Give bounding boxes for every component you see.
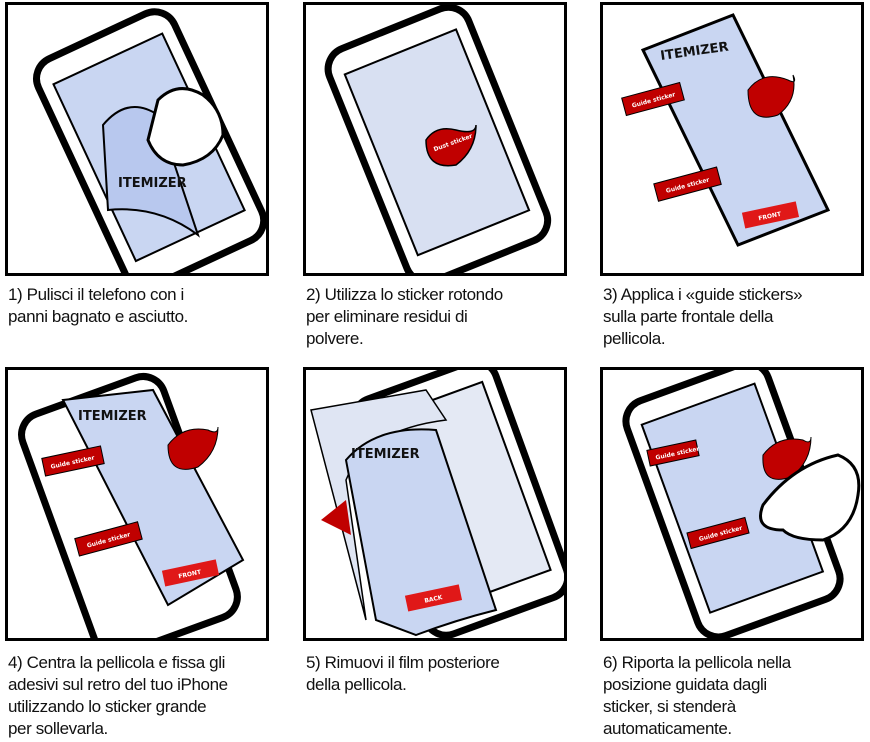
step-1-illustration: ITEMIZER [5, 2, 269, 276]
caption-line: 3) Applica i «guide stickers» [603, 285, 803, 304]
brand-logo: ITEMIZER [78, 409, 147, 424]
step-3-caption: 3) Applica i «guide stickers» sulla part… [603, 284, 870, 350]
caption-line: utilizzando lo sticker grande [8, 697, 207, 716]
caption-line: posizione guidata dagli [603, 675, 767, 694]
brand-logo: ITEMIZER [351, 447, 420, 462]
caption-line: per sollevarla. [8, 719, 108, 738]
step-2-caption: 2) Utilizza lo sticker rotondo per elimi… [306, 284, 576, 350]
step-1-caption: 1) Pulisci il telefono con i panni bagna… [8, 284, 278, 328]
caption-line: panni bagnato e asciutto. [8, 307, 188, 326]
guide-sticker [621, 81, 685, 117]
guide-sticker [686, 516, 750, 550]
front-sticker-label: FRONT [178, 569, 203, 581]
caption-line: 1) Pulisci il telefono con i [8, 285, 184, 304]
guide-sticker [653, 166, 722, 202]
lift-sticker [762, 436, 812, 480]
step-6-caption: 6) Riporta la pellicola nella posizione … [603, 652, 870, 740]
lift-sticker [321, 500, 351, 535]
step-3-illustration: ITEMIZER Guide sticker Guide sticker FRO… [600, 2, 864, 276]
step-5-caption: 5) Rimuovi il film posteriore della pell… [306, 652, 576, 696]
round-dust-sticker [425, 124, 477, 167]
caption-line: della pellicola. [306, 675, 407, 694]
glove-hand-icon [146, 87, 225, 167]
step-2-illustration: Dust sticker [303, 2, 567, 276]
guide-sticker [41, 445, 105, 477]
caption-line: 5) Rimuovi il film posteriore [306, 653, 500, 672]
caption-line: polvere. [306, 329, 364, 348]
front-sticker [161, 559, 220, 587]
step-6-illustration: Guide sticker Guide sticker [600, 367, 864, 641]
caption-line: 4) Centra la pellicola e fissa gli [8, 653, 225, 672]
step-4-caption: 4) Centra la pellicola e fissa gli adesi… [8, 652, 278, 740]
guide-sticker [74, 521, 143, 557]
caption-line: adesivi sul retro del tuo iPhone [8, 675, 228, 694]
screen-protector-film [344, 428, 498, 637]
front-sticker-label: FRONT [758, 211, 783, 223]
step-4-illustration: ITEMIZER Guide sticker Guide sticker FRO… [5, 367, 269, 641]
caption-line: per eliminare residui di [306, 307, 468, 326]
caption-line: pellicola. [603, 329, 666, 348]
cleaning-cloth [101, 106, 200, 238]
front-sticker [741, 201, 800, 229]
caption-line: sulla parte frontale della [603, 307, 774, 326]
back-sticker-label: BACK [424, 594, 444, 605]
brand-logo: ITEMIZER [118, 176, 187, 191]
caption-line: 2) Utilizza lo sticker rotondo [306, 285, 503, 304]
back-sticker [404, 584, 463, 612]
caption-line: automaticamente. [603, 719, 732, 738]
guide-sticker [646, 439, 700, 467]
glove-hand-icon [759, 453, 861, 542]
lift-sticker [747, 74, 796, 118]
step-5-illustration: ITEMIZER BACK [303, 367, 567, 641]
lift-sticker [167, 426, 219, 470]
caption-line: 6) Riporta la pellicola nella [603, 653, 791, 672]
caption-line: sticker, si stenderà [603, 697, 736, 716]
